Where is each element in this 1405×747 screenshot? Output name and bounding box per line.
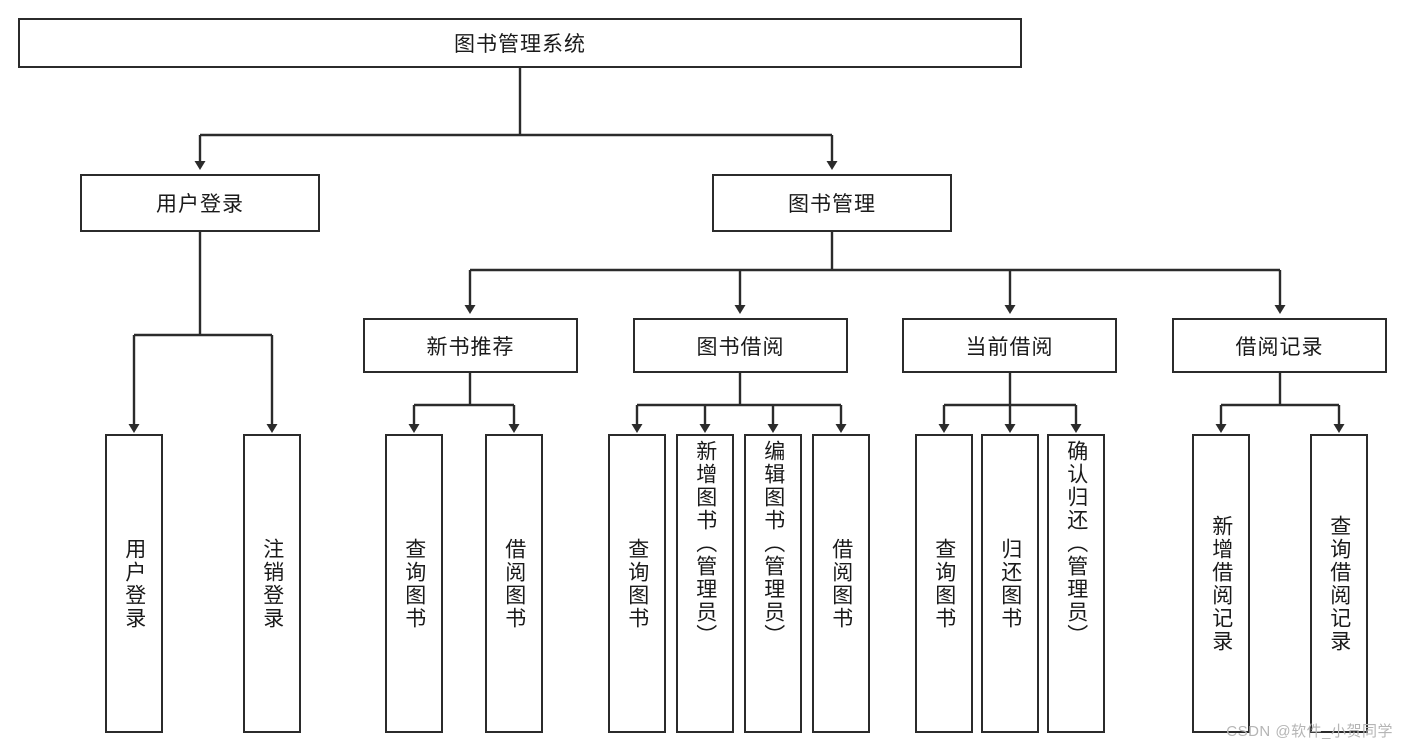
node-leaf-confirm-return-admin[interactable]: 确认归还（管理员） <box>1047 434 1105 733</box>
node-label: 查询借阅记录 <box>1327 514 1351 653</box>
node-leaf-borrow-book[interactable]: 借阅图书 <box>812 434 870 733</box>
node-label: 注销登录 <box>260 537 284 630</box>
node-label: 图书管理 <box>788 193 876 216</box>
node-label: 查询图书 <box>932 537 956 630</box>
node-label: 用户登录 <box>122 537 146 630</box>
node-leaf-add-book-admin[interactable]: 新增图书（管理员） <box>676 434 734 733</box>
node-leaf-user-login[interactable]: 用户登录 <box>105 434 163 733</box>
node-leaf-logout[interactable]: 注销登录 <box>243 434 301 733</box>
node-label: 编辑图书（管理员） <box>761 440 785 647</box>
node-label: 确认归还（管理员） <box>1064 440 1088 647</box>
node-leaf-query-book-new[interactable]: 查询图书 <box>385 434 443 733</box>
node-label: 借阅图书 <box>502 537 526 630</box>
node-leaf-query-book-borrow[interactable]: 查询图书 <box>608 434 666 733</box>
node-user-login[interactable]: 用户登录 <box>80 174 320 232</box>
node-new-book-recommend[interactable]: 新书推荐 <box>363 318 578 373</box>
node-book-management[interactable]: 图书管理 <box>712 174 952 232</box>
node-label: 查询图书 <box>402 537 426 630</box>
node-label: 图书借阅 <box>696 335 785 359</box>
node-leaf-borrow-book-new[interactable]: 借阅图书 <box>485 434 543 733</box>
node-label: 新增图书（管理员） <box>693 440 717 647</box>
node-label: 用户登录 <box>156 193 244 216</box>
node-label: 新书推荐 <box>426 335 515 359</box>
node-leaf-edit-book-admin[interactable]: 编辑图书（管理员） <box>744 434 802 733</box>
node-leaf-add-borrow-record[interactable]: 新增借阅记录 <box>1192 434 1250 733</box>
node-label: 图书管理系统 <box>454 33 586 56</box>
node-label: 新增借阅记录 <box>1209 514 1233 653</box>
node-leaf-query-book-current[interactable]: 查询图书 <box>915 434 973 733</box>
node-book-borrow[interactable]: 图书借阅 <box>633 318 848 373</box>
node-leaf-query-borrow-record[interactable]: 查询借阅记录 <box>1310 434 1368 733</box>
node-root-book-management-system[interactable]: 图书管理系统 <box>18 18 1022 68</box>
node-label: 当前借阅 <box>965 335 1054 359</box>
node-leaf-return-book[interactable]: 归还图书 <box>981 434 1039 733</box>
node-current-borrow[interactable]: 当前借阅 <box>902 318 1117 373</box>
node-label: 查询图书 <box>625 537 649 630</box>
node-label: 归还图书 <box>998 537 1022 630</box>
node-label: 借阅记录 <box>1235 335 1324 359</box>
watermark: CSDN @软件_小贺同学 <box>1226 723 1393 740</box>
node-label: 借阅图书 <box>829 537 853 630</box>
node-borrow-record[interactable]: 借阅记录 <box>1172 318 1387 373</box>
